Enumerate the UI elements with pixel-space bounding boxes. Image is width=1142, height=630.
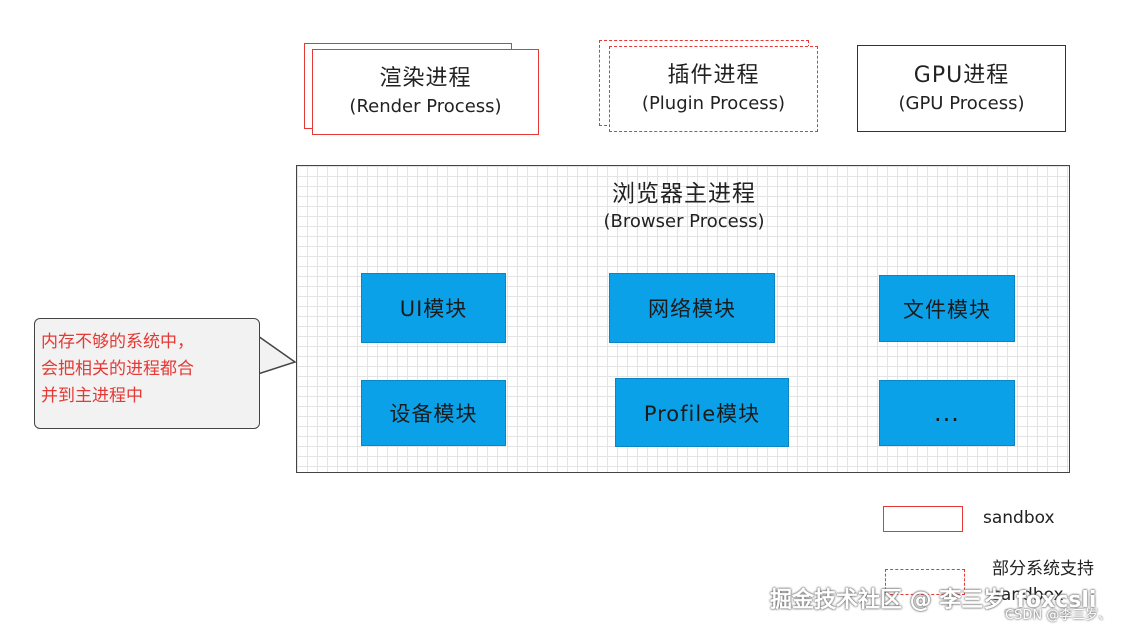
plugin-process-box: 插件进程 (Plugin Process) (609, 46, 818, 132)
legend-partial-sandbox-swatch (885, 569, 965, 595)
file-module: 文件模块 (879, 275, 1015, 342)
render-process-box: 渲染进程 (Render Process) (312, 49, 539, 135)
legend-sandbox-label: sandbox (983, 508, 1055, 528)
callout-note: 内存不够的系统中， 会把相关的进程都合 并到主进程中 (34, 318, 260, 429)
device-module: 设备模块 (361, 380, 506, 446)
legend-partial-line-1: 部分系统支持 (992, 559, 1094, 579)
network-module: 网络模块 (609, 273, 775, 343)
profile-module: Profile模块 (615, 378, 789, 447)
browser-process-container: 浏览器主进程 (Browser Process) UI模块 网络模块 文件模块 … (296, 165, 1070, 473)
watermark-small: CSDN @李三岁、 (1005, 608, 1112, 623)
gpu-process-subtitle: (GPU Process) (898, 92, 1025, 114)
browser-process-header: 浏览器主进程 (Browser Process) (297, 174, 1071, 240)
callout-line-1: 内存不够的系统中， (41, 332, 194, 352)
legend-partial-line-2: sandbox (992, 585, 1064, 605)
browser-process-subtitle: (Browser Process) (603, 211, 765, 232)
gpu-process-title: GPU进程 (913, 62, 1010, 88)
callout-line-2: 会把相关的进程都合 (41, 359, 194, 379)
plugin-process-subtitle: (Plugin Process) (641, 93, 786, 114)
callout-line-3: 并到主进程中 (41, 386, 143, 406)
legend-sandbox-swatch (883, 506, 963, 532)
watermark-main: 掘金技术社区 @ 李三岁_foxcsli (770, 588, 1097, 613)
ui-module: UI模块 (361, 273, 506, 343)
callout-pointer (257, 334, 297, 376)
gpu-process-box: GPU进程 (GPU Process) (857, 45, 1066, 132)
plugin-process-title: 插件进程 (667, 63, 760, 88)
legend-partial-sandbox-label: 部分系统支持 sandbox (992, 556, 1094, 608)
more-modules: ... (879, 380, 1015, 446)
render-process-title: 渲染进程 (379, 66, 472, 91)
render-process-subtitle: (Render Process) (349, 96, 502, 117)
browser-process-title: 浏览器主进程 (612, 181, 756, 207)
